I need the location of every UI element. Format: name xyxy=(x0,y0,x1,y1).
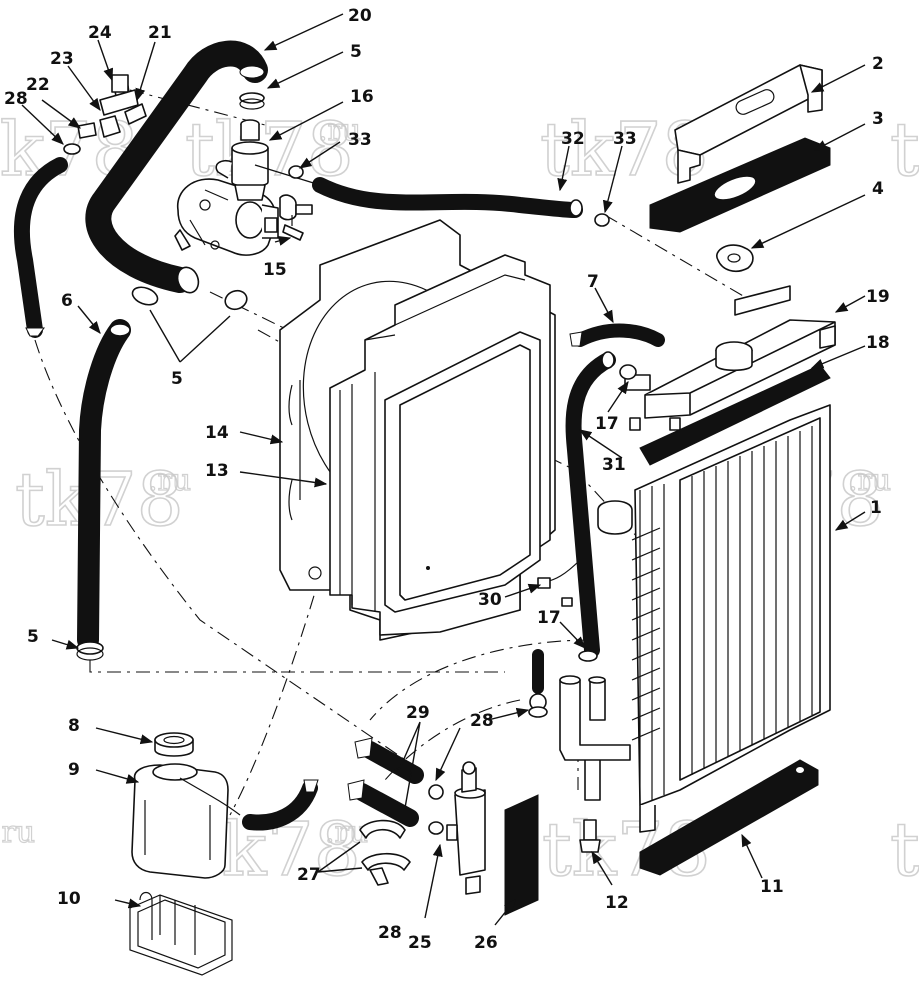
tank-bracket xyxy=(129,891,233,976)
foam-strip xyxy=(504,794,539,916)
svg-text:.ru: .ru xyxy=(848,463,891,498)
callout-33-left: 33 xyxy=(348,130,372,150)
top-tank xyxy=(624,285,836,431)
tank-cap xyxy=(154,732,194,757)
water-pump-assembly xyxy=(174,119,321,256)
svg-text:tk78: tk78 xyxy=(890,807,919,893)
callout-31: 31 xyxy=(602,455,626,475)
callout-4: 4 xyxy=(872,179,884,199)
hose-brackets xyxy=(359,819,411,886)
callout-24: 24 xyxy=(88,23,112,43)
tee-fitting xyxy=(99,74,139,116)
callout-18: 18 xyxy=(866,333,890,353)
temperature-sensor xyxy=(279,194,313,241)
clamp-28-top xyxy=(528,706,548,718)
clamp-28-low xyxy=(428,821,444,835)
svg-text:.ru: .ru xyxy=(0,815,35,850)
overflow-hose-28 xyxy=(13,157,68,338)
callout-20: 20 xyxy=(348,6,372,26)
callout-14: 14 xyxy=(205,423,229,443)
radiator-fin-stack xyxy=(631,527,661,741)
callout-8: 8 xyxy=(68,716,80,736)
coolant-filter xyxy=(446,761,486,895)
callout-16: 16 xyxy=(350,87,374,107)
mounting-strap xyxy=(639,759,819,876)
clamp-28-mid xyxy=(428,784,444,800)
callout-15: 15 xyxy=(263,260,287,280)
callout-28-bottom: 28 xyxy=(378,923,402,943)
callout-3: 3 xyxy=(872,109,884,129)
clamp-5-right xyxy=(224,289,248,311)
bypass-hose-32 xyxy=(312,177,583,218)
callout-6: 6 xyxy=(61,291,73,311)
callout-labels: 2 3 4 19 18 1 7 17 31 17 30 28 12 11 26 … xyxy=(4,6,890,953)
clamp-5-bottom xyxy=(76,641,104,661)
callout-23: 23 xyxy=(50,49,74,69)
watermark-bottom-left: .ru xyxy=(0,814,36,850)
short-hoses-29 xyxy=(347,737,424,827)
callout-25: 25 xyxy=(408,933,432,953)
callout-33-right: 33 xyxy=(613,129,637,149)
clamp-33-left xyxy=(288,165,304,179)
callout-17-bottom: 17 xyxy=(537,608,561,628)
watermark-top-right: tk78 xyxy=(889,106,919,194)
rubber-pad xyxy=(649,137,831,233)
callout-22: 22 xyxy=(26,75,50,95)
watermark-bottom-right: tk78 xyxy=(889,806,919,894)
callout-28-top: 28 xyxy=(470,711,494,731)
callout-10: 10 xyxy=(57,889,81,909)
callout-21: 21 xyxy=(148,23,172,43)
svg-text:.ru: .ru xyxy=(148,463,191,498)
tank-hose xyxy=(242,779,319,831)
callout-12: 12 xyxy=(605,893,629,913)
lower-hose-6 xyxy=(77,319,131,651)
upper-hose-20 xyxy=(85,40,268,294)
callout-13: 13 xyxy=(205,461,229,481)
clamp-33-right xyxy=(594,213,610,227)
callout-29: 29 xyxy=(406,703,430,723)
radiator-frame xyxy=(329,254,551,636)
callout-9: 9 xyxy=(68,760,80,780)
callout-17-top: 17 xyxy=(595,414,619,434)
small-hoses xyxy=(529,649,547,711)
callout-28-left: 28 xyxy=(4,89,28,109)
callout-11: 11 xyxy=(760,877,784,897)
vent-hose-7 xyxy=(569,323,665,347)
sensor-harness xyxy=(537,559,581,607)
cushion-mount xyxy=(716,244,754,272)
outlet-pipe xyxy=(559,675,631,761)
callout-1: 1 xyxy=(870,498,882,518)
clamp-17-top xyxy=(619,364,637,380)
callout-32: 32 xyxy=(561,129,585,149)
callout-7: 7 xyxy=(587,272,599,292)
callout-27: 27 xyxy=(297,865,321,885)
top-gasket xyxy=(639,364,831,466)
clamp-5-left xyxy=(131,286,159,306)
callout-5-mid: 5 xyxy=(171,369,183,389)
callout-19: 19 xyxy=(866,287,890,307)
clamp-17-bottom xyxy=(578,650,598,662)
callout-30: 30 xyxy=(478,590,502,610)
watermark-mid-left: tk78 .ru xyxy=(14,456,192,544)
radiator-core xyxy=(584,404,831,833)
hose-clamps xyxy=(76,92,637,835)
callout-5-bottom: 5 xyxy=(27,627,39,647)
callout-leaders xyxy=(21,13,866,926)
clamp-5-top xyxy=(239,92,265,110)
drain-hose-31 xyxy=(565,351,616,658)
expansion-tank xyxy=(131,763,241,879)
svg-text:tk78: tk78 xyxy=(890,107,919,193)
callout-2: 2 xyxy=(872,54,884,74)
callout-26: 26 xyxy=(474,933,498,953)
callout-5-top: 5 xyxy=(350,42,362,62)
